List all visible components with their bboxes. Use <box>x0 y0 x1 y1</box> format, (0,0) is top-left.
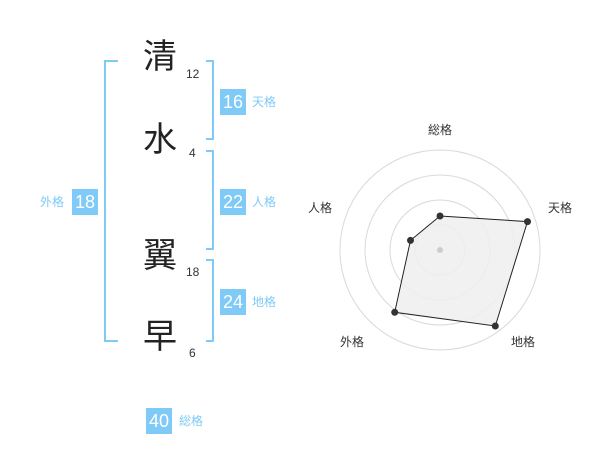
stroke-count-2: 4 <box>189 146 196 160</box>
gaikaku-bracket <box>104 60 118 342</box>
radar-center-dot <box>437 247 443 253</box>
gaikaku-score: 18 <box>72 189 98 215</box>
jinkaku-label: 人格 <box>252 195 277 209</box>
radar-ring-4 <box>339 149 541 351</box>
radar-polygon <box>394 215 529 327</box>
soukaku-label: 総格 <box>179 414 204 428</box>
radar-point-1 <box>524 218 531 226</box>
radar-point-0 <box>436 212 444 220</box>
radar-point-4 <box>407 236 414 244</box>
stroke-count-1: 12 <box>186 67 200 81</box>
name-char-2: 水 <box>143 120 177 160</box>
tenkaku-score: 16 <box>220 89 246 115</box>
jinkaku-bracket <box>206 150 214 250</box>
radar-label-jinkaku: 人格 <box>308 200 332 215</box>
chikaku-label: 地格 <box>252 295 277 309</box>
radar-label-gaikaku: 外格 <box>340 334 364 349</box>
radar-points <box>391 212 531 330</box>
name-char-4: 早 <box>143 317 177 357</box>
radar-point-3 <box>391 308 399 316</box>
radar-label-chikaku: 地格 <box>511 334 535 349</box>
soukaku-score: 40 <box>146 408 172 434</box>
gaikaku-label: 外格 <box>40 195 65 209</box>
name-char-1: 清 <box>143 37 177 77</box>
jinkaku-score: 22 <box>220 189 246 215</box>
tenkaku-label: 天格 <box>252 95 277 109</box>
radar-point-2 <box>491 322 499 330</box>
chikaku-bracket <box>206 259 214 342</box>
stroke-count-3: 18 <box>186 265 200 279</box>
radar-label-soukaku: 総格 <box>428 122 452 137</box>
name-char-3: 翼 <box>143 236 177 276</box>
radar-chart: 総格 天格 地格 外格 人格 <box>308 122 572 351</box>
chikaku-score: 24 <box>220 289 246 315</box>
tenkaku-bracket <box>206 60 214 140</box>
radar-label-tenkaku: 天格 <box>548 200 572 215</box>
stroke-count-4: 6 <box>189 346 196 360</box>
